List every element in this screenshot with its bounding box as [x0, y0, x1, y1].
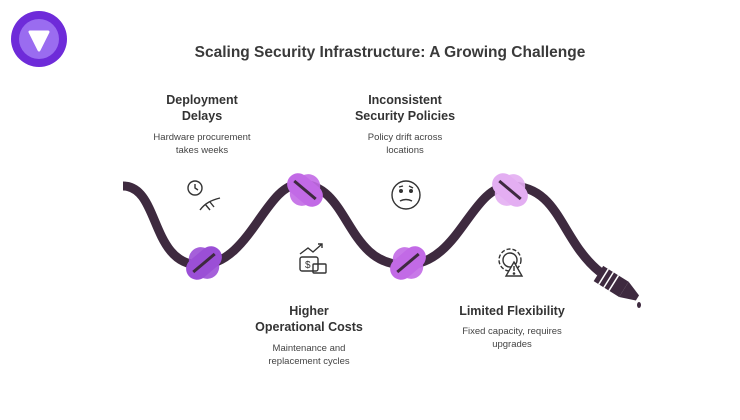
step-1-description: Hardware procurement takes weeks — [153, 132, 251, 156]
step-3-description: Policy drift across locations — [367, 132, 443, 156]
knot-2 — [287, 173, 323, 207]
confused-face-icon — [391, 180, 421, 210]
step-4-heading: Limited Flexibility — [459, 304, 565, 318]
knot-4 — [492, 173, 528, 207]
knot-1 — [186, 246, 222, 280]
step-4-description: Fixed capacity, requires upgrades — [462, 326, 562, 350]
water-drop — [637, 302, 641, 308]
step-2-heading: Higher Operational Costs — [255, 304, 363, 334]
clock-timeline-icon — [187, 180, 221, 211]
step-1-heading: Deployment Delays — [166, 93, 238, 123]
svg-text:$: $ — [305, 260, 311, 271]
step-2-description: Maintenance and replacement cycles — [268, 343, 350, 367]
gear-warning-icon — [498, 248, 524, 277]
hose-nozzle — [593, 265, 640, 301]
logo — [11, 11, 67, 67]
knot-3 — [390, 246, 426, 280]
money-growth-icon: $ — [299, 243, 327, 274]
page-title: Scaling Security Infrastructure: A Growi… — [194, 44, 586, 61]
step-3-heading: Inconsistent Security Policies — [354, 93, 456, 123]
